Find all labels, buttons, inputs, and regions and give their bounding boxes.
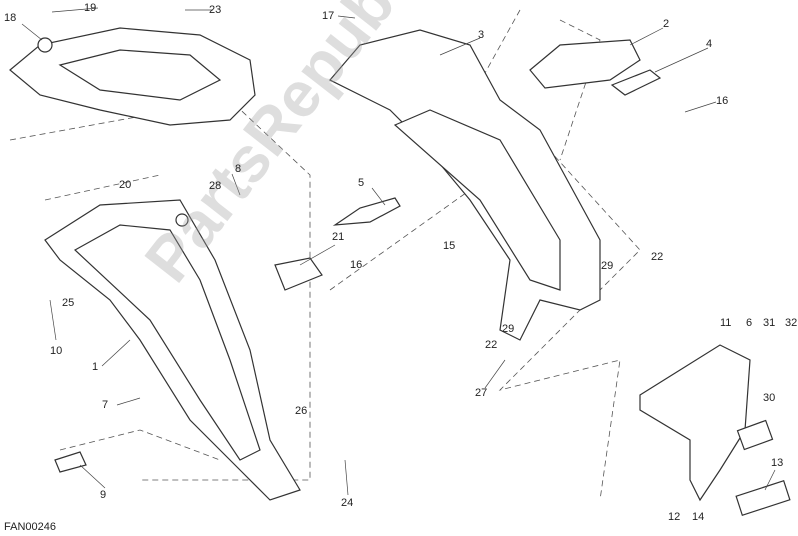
callout-10: 10 <box>50 345 63 357</box>
callout-16b: 16 <box>350 259 363 271</box>
callout-17: 17 <box>322 10 335 22</box>
callout-23: 23 <box>209 4 222 16</box>
callout-15: 15 <box>443 240 456 252</box>
callout-22: 22 <box>651 251 664 263</box>
callout-29: 29 <box>601 260 614 272</box>
callout-13: 13 <box>771 457 784 469</box>
callout-21: 21 <box>332 231 345 243</box>
callout-4: 4 <box>706 38 713 50</box>
callout-7: 7 <box>102 399 109 411</box>
callout-29b: 29 <box>502 323 515 335</box>
reflector <box>735 480 791 516</box>
callout-26: 26 <box>295 405 308 417</box>
tail-light <box>529 39 641 89</box>
callout-2: 2 <box>663 18 670 30</box>
callout-9: 9 <box>100 489 107 501</box>
callout-32: 32 <box>785 317 798 329</box>
callout-18: 18 <box>4 12 17 24</box>
callout-1: 1 <box>92 361 99 373</box>
callout-12: 12 <box>668 511 681 523</box>
plate-holder <box>639 344 751 502</box>
callout-16: 16 <box>716 95 729 107</box>
callout-27: 27 <box>475 387 488 399</box>
callout-19: 19 <box>84 2 97 14</box>
callout-5: 5 <box>358 177 365 189</box>
callout-8: 8 <box>235 163 242 175</box>
indicator-right <box>610 69 662 96</box>
callout-22b: 22 <box>485 339 498 351</box>
callout-20: 20 <box>119 179 132 191</box>
callout-28: 28 <box>209 180 222 192</box>
callout-31: 31 <box>763 317 776 329</box>
indicator-left <box>332 197 401 226</box>
callout-6: 6 <box>746 317 753 329</box>
callout-24: 24 <box>341 497 354 509</box>
callout-14: 14 <box>692 511 705 523</box>
callout-30: 30 <box>763 392 776 404</box>
callout-3: 3 <box>478 29 485 41</box>
diagram-code: FAN00246 <box>4 521 56 533</box>
callout-25: 25 <box>62 297 75 309</box>
callout-11: 11 <box>720 317 732 329</box>
